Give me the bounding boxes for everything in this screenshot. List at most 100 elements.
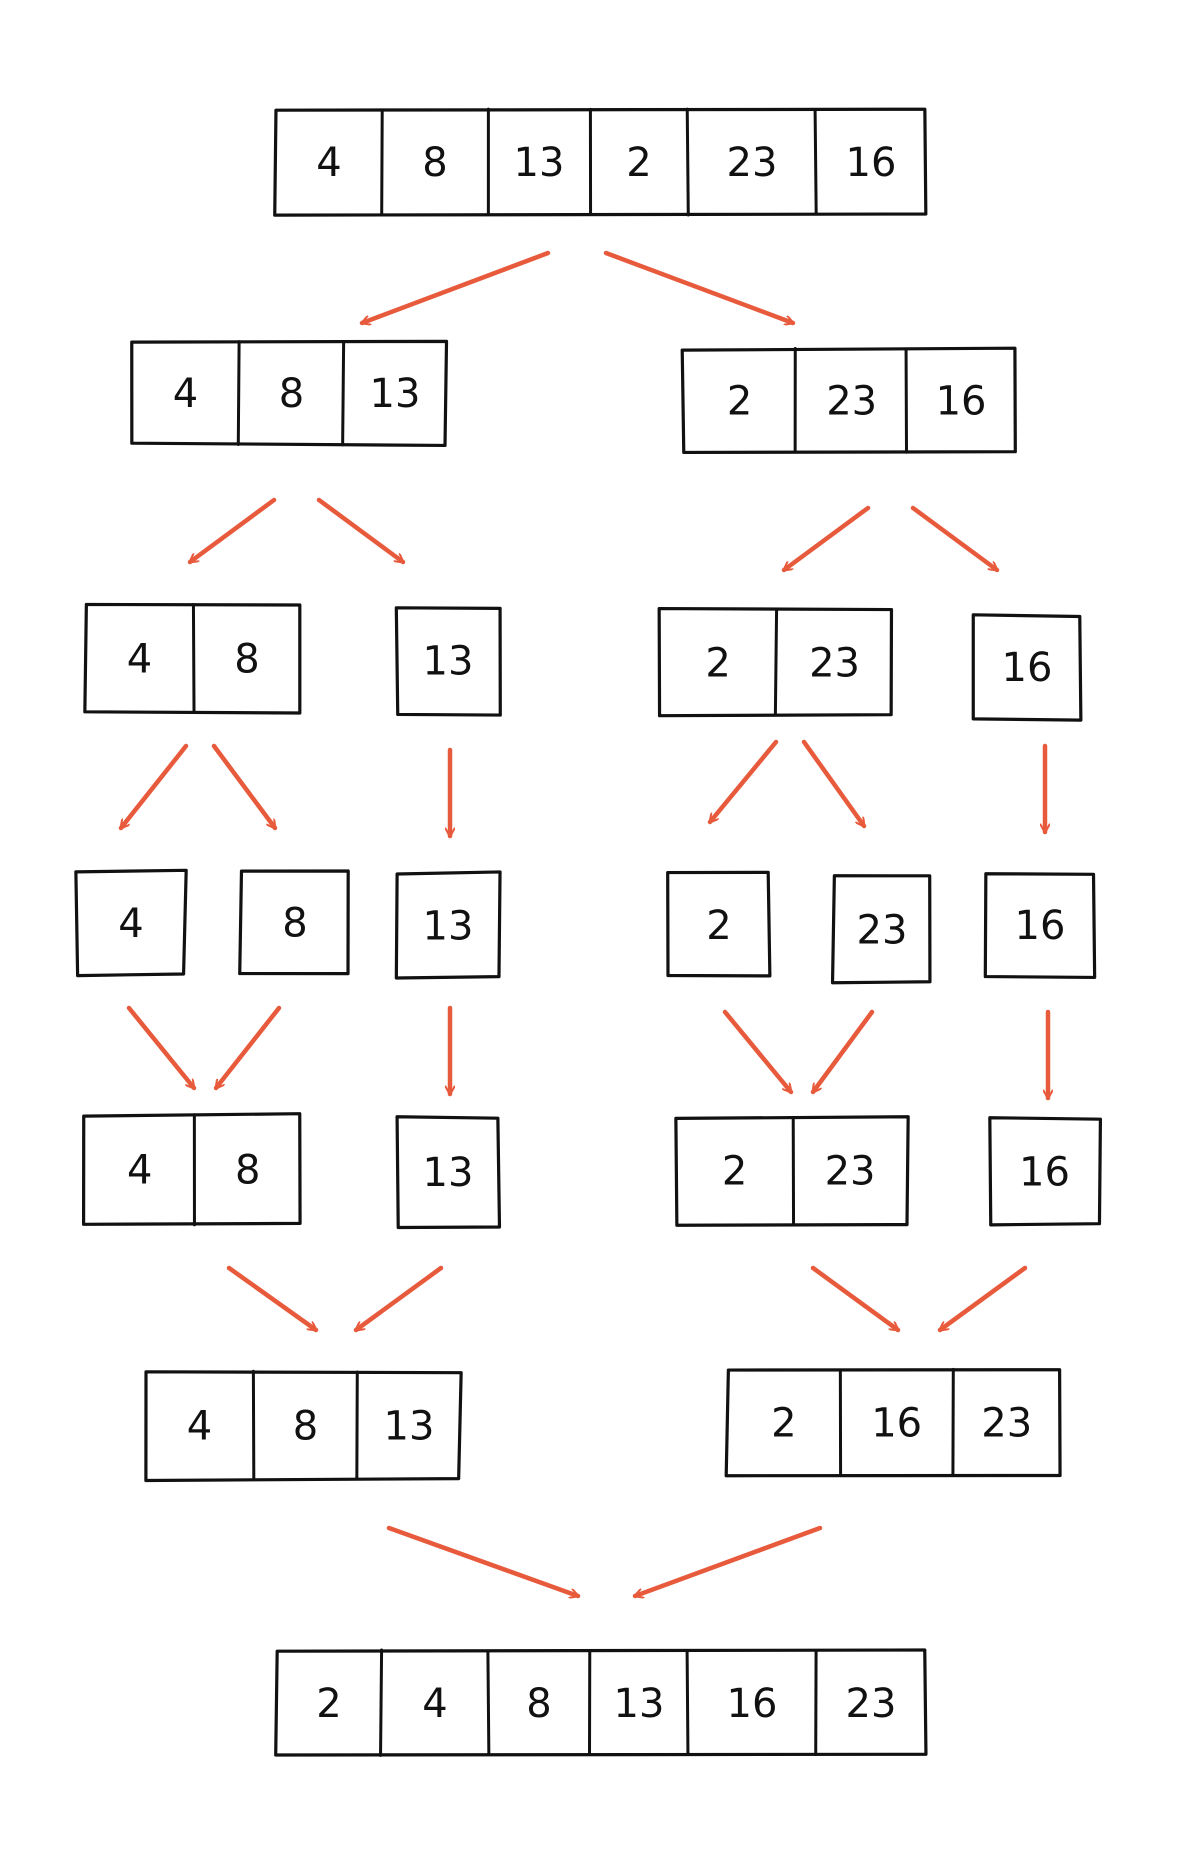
cell-value: 8	[293, 1404, 318, 1450]
flow-arrow	[910, 505, 1000, 573]
box-outline	[983, 872, 1097, 980]
cell-divider	[813, 108, 818, 215]
box-outline	[394, 870, 502, 980]
array-box: 4 8 13	[144, 1369, 463, 1483]
cell-value: 16	[1002, 645, 1053, 691]
single-element-box: 13	[394, 606, 502, 717]
arrows-layer	[118, 250, 1048, 1596]
cell-value: 8	[526, 1681, 551, 1727]
cell-value: 23	[825, 1149, 876, 1195]
cell-divider	[191, 602, 196, 713]
box-outline	[273, 107, 928, 217]
box-outline	[238, 869, 350, 976]
flow-arrow	[353, 1265, 444, 1333]
cell-value: 2	[727, 379, 752, 425]
cell-divider	[380, 108, 384, 217]
box-outline	[680, 346, 1017, 455]
cell-value: 4	[316, 140, 341, 186]
cell-value: 13	[423, 904, 474, 950]
cell-value: 23	[809, 641, 860, 687]
cell-value: 13	[370, 371, 421, 417]
cell-value: 16	[846, 140, 897, 186]
cell-value: 8	[282, 901, 307, 947]
single-element-box: 16	[988, 1116, 1103, 1227]
flow-arrow	[386, 1525, 581, 1596]
cell-value: 16	[1015, 903, 1066, 949]
cell-value: 16	[1019, 1150, 1070, 1196]
flow-arrow	[632, 1525, 823, 1596]
level-initial: 4 8 13 2 23 16	[273, 107, 928, 217]
single-element-box: 16	[983, 872, 1097, 980]
cell-value: 4	[173, 371, 198, 417]
cell-divider	[773, 609, 779, 717]
flow-arrow	[801, 739, 867, 829]
cell-value: 8	[422, 140, 447, 186]
cell-value: 23	[826, 379, 877, 425]
cell-value: 23	[981, 1401, 1032, 1447]
single-element-box: 4	[74, 868, 188, 978]
cell-value: 23	[846, 1681, 897, 1727]
cell-value: 2	[316, 1681, 341, 1727]
cell-value: 13	[423, 1150, 474, 1196]
cell-value: 23	[727, 140, 778, 186]
cell-value: 2	[706, 903, 731, 949]
cell-value: 16	[871, 1401, 922, 1447]
array-box: 2 23	[674, 1115, 910, 1227]
single-element-box: 2	[666, 870, 772, 978]
cell-value: 4	[187, 1404, 212, 1450]
cell-value: 13	[423, 639, 474, 685]
flow-arrow	[316, 497, 406, 565]
single-element-box: 13	[395, 1115, 502, 1230]
single-element-box: 23	[830, 874, 932, 985]
flow-arrow	[810, 1009, 875, 1095]
cell-divider	[685, 1649, 690, 1756]
cell-divider	[486, 1649, 491, 1756]
box-outline	[724, 1368, 1062, 1478]
array-box: 2 23 16	[680, 346, 1017, 455]
box-outline	[81, 1112, 302, 1226]
cell-divider	[236, 340, 241, 447]
box-outline	[130, 339, 449, 448]
cell-value: 2	[705, 641, 730, 687]
cell-value: 2	[722, 1149, 747, 1195]
cell-divider	[379, 1648, 384, 1757]
box-outline	[657, 606, 894, 718]
box-outline	[971, 613, 1083, 722]
cell-value: 2	[771, 1401, 796, 1447]
flow-arrow	[781, 505, 871, 573]
cell-value: 23	[857, 908, 908, 954]
cell-value: 8	[235, 1148, 260, 1194]
flow-arrow	[187, 497, 277, 565]
cell-value: 8	[234, 637, 259, 683]
single-element-box: 16	[971, 613, 1083, 722]
cell-value: 13	[514, 140, 565, 186]
cell-value: 4	[127, 1148, 152, 1194]
flow-arrow	[359, 250, 551, 323]
flow-arrow	[810, 1265, 901, 1333]
array-box: 2 16 23	[724, 1367, 1062, 1478]
box-outline	[830, 874, 932, 985]
flow-arrow	[226, 1265, 319, 1333]
cell-value: 4	[127, 637, 152, 683]
box-outline	[988, 1116, 1103, 1227]
box-outline	[395, 1115, 502, 1230]
cell-value: 16	[936, 379, 987, 425]
array-box: 2 23	[657, 606, 894, 718]
box-outline	[394, 606, 502, 717]
flow-arrow	[211, 743, 278, 831]
cell-value: 13	[614, 1681, 665, 1727]
flow-arrow	[118, 743, 189, 831]
cell-value: 2	[626, 140, 651, 186]
flow-arrow	[213, 1005, 282, 1091]
cell-value: 4	[118, 901, 143, 947]
cell-divider	[341, 340, 346, 447]
single-element-box: 8	[238, 869, 350, 976]
cell-value: 13	[384, 1404, 435, 1450]
